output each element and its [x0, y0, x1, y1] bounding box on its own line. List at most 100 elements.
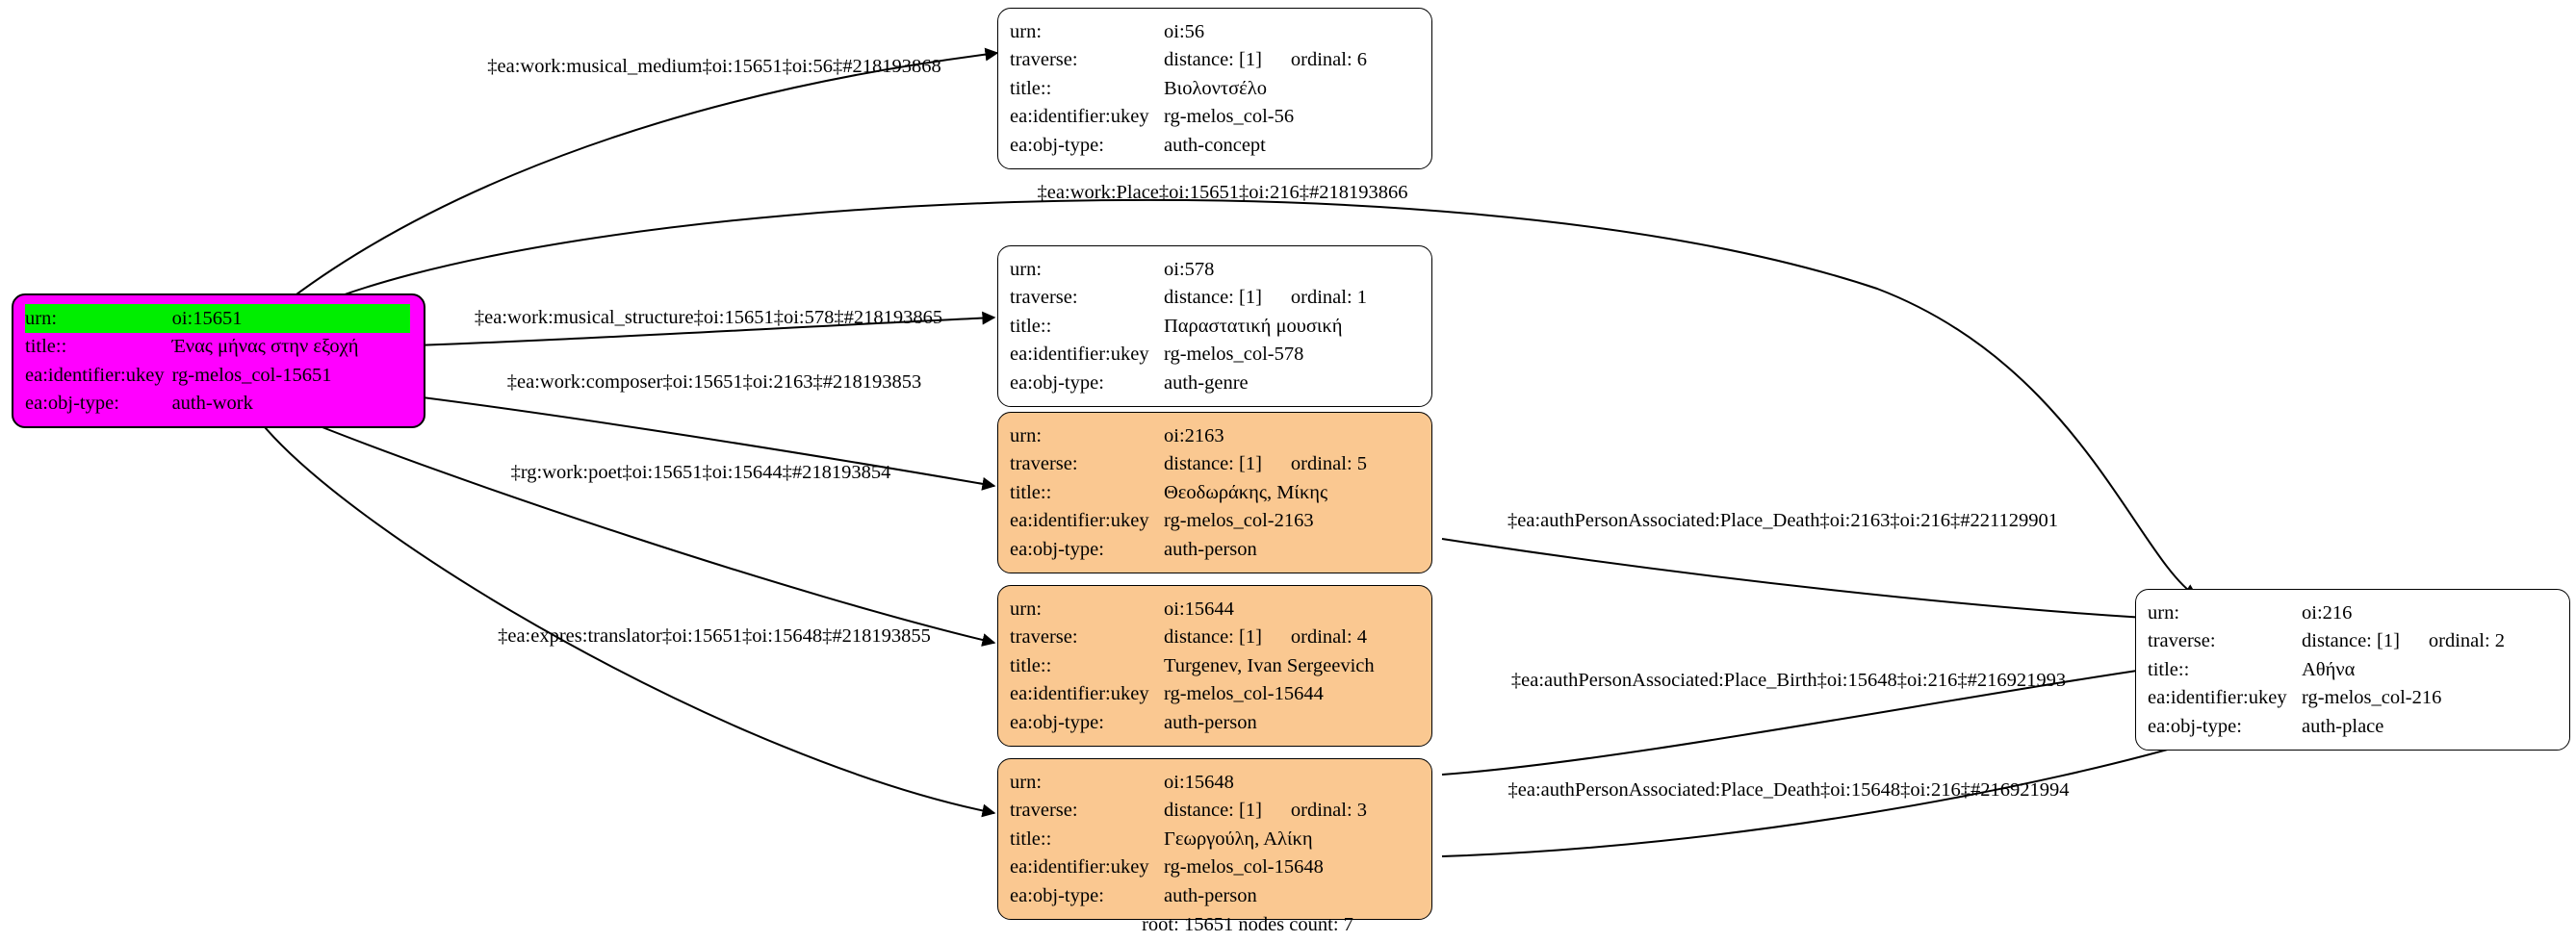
field-value-ukey: rg-melos_col-2163: [1164, 510, 1314, 531]
node-row-urn: urn: oi:56: [1010, 17, 1418, 46]
field-label-ukey: ea:identifier:ukey: [1010, 344, 1149, 365]
field-value-urn: oi:2163: [1164, 424, 1224, 446]
traverse-ordinal: ordinal: 3: [1290, 800, 1368, 821]
field-value-ukey: rg-melos_col-216: [2302, 687, 2442, 708]
node-row-traverse: traverse: distance: [1] ordinal: 4: [1010, 624, 1418, 652]
field-value-ukey: rg-melos_col-56: [1164, 106, 1295, 127]
field-label-traverse: traverse:: [1010, 626, 1078, 648]
field-value-ukey: rg-melos_col-15648: [1164, 856, 1324, 878]
node-oi15648[interactable]: urn: oi:15648 traverse: distance: [1]ord…: [997, 758, 1432, 920]
field-label-ukey: ea:identifier:ukey: [1010, 106, 1149, 127]
field-value-ukey: rg-melos_col-578: [1164, 344, 1304, 365]
node-oi56[interactable]: urn: oi:56 traverse: distance: [1] ordina…: [997, 8, 1432, 169]
field-value-urn: oi:578: [1164, 258, 1215, 280]
node-row-urn: urn: oi:2163: [1010, 421, 1418, 450]
field-label-title: title::: [1010, 827, 1052, 850]
field-label-urn: urn:: [1010, 424, 1043, 446]
node-row-ukey: ea:identifier:ukey rg-melos_col-216: [2148, 684, 2556, 713]
node-row-ukey: ea:identifier:ukey rg-melos_col-15648: [1010, 853, 1418, 882]
node-row-urn: urn: oi:578: [1010, 255, 1418, 284]
field-label-urn: urn:: [25, 304, 172, 333]
node-row-ukey: ea:identifier:ukey rg-melos_col-578: [1010, 341, 1418, 369]
node-row-urn: urn: oi:216: [2148, 598, 2556, 627]
traverse-distance: distance: [1]: [2302, 630, 2400, 651]
edge-path-e1: [280, 47, 999, 307]
traverse-distance: distance: [1]: [1164, 626, 1262, 648]
node-oi15644[interactable]: urn: oi:15644 traverse: distance: [1] ord…: [997, 585, 1432, 747]
field-label-ukey: ea:identifier:ukey: [25, 364, 165, 386]
node-row-objtype: ea:obj-type: auth-person: [1010, 535, 1418, 564]
field-label-title: title::: [1010, 77, 1052, 99]
edge-label-e2: ‡ea:work:Place‡oi:15651‡oi:216‡#21819386…: [1037, 181, 1408, 203]
traverse-ordinal: ordinal: 6: [1290, 49, 1368, 70]
node-oi2163[interactable]: urn: oi:2163 traverse: distance: [1]ordi…: [997, 412, 1432, 573]
field-label-urn: urn:: [1010, 258, 1043, 280]
field-value-title: Βιολοντσέλο: [1164, 77, 1267, 99]
node-row-ukey: ea:identifier:ukey rg-melos_col-56: [1010, 103, 1418, 132]
node-row-urn: urn: oi:15644: [1010, 595, 1418, 624]
node-row-ukey: ea:identifier:ukey rg-melos_col-15651: [25, 361, 410, 390]
node-row-objtype: ea:obj-type: auth-person: [1010, 881, 1418, 910]
node-oi578[interactable]: urn: oi:578 traverse: distance: [1]ordin…: [997, 245, 1432, 407]
edge-label-e1: ‡ea:work:musical_medium‡oi:15651‡oi:56‡#…: [487, 55, 941, 77]
field-value-traverse: distance: [1]ordinal: 5: [1164, 450, 1418, 479]
node-row-title: title:: Γεωργούλη, Αλίκη: [1010, 825, 1418, 853]
traverse-ordinal: ordinal: 4: [1290, 626, 1368, 648]
edge-label-e7: ‡ea:authPersonAssociated:Place_Death‡oi:…: [1507, 509, 2058, 531]
node-row-title: title:: Παραστατική μουσική: [1010, 312, 1418, 341]
field-label-title: title::: [1010, 481, 1052, 503]
node-row-objtype: ea:obj-type: auth-person: [1010, 708, 1418, 737]
edge-path-e5: [288, 413, 996, 647]
field-value-urn: oi:56: [1164, 20, 1205, 42]
node-row-traverse: traverse: distance: [1]ordinal: 1: [1010, 284, 1418, 313]
field-label-objtype: ea:obj-type:: [1010, 538, 1104, 560]
field-label-traverse: traverse:: [1010, 49, 1078, 70]
field-label-ukey: ea:identifier:ukey: [2148, 687, 2287, 708]
field-value-objtype: auth-person: [1164, 884, 1257, 906]
traverse-distance: distance: [1]: [1164, 800, 1262, 821]
node-row-title: title:: Ένας μήνας στην εξοχή: [25, 333, 410, 362]
field-value-urn: oi:216: [2302, 601, 2353, 624]
traverse-distance: distance: [1]: [1164, 453, 1262, 474]
node-row-objtype: ea:obj-type: auth-genre: [1010, 369, 1418, 397]
field-value-urn: oi:15644: [1164, 598, 1234, 620]
field-label-objtype: ea:obj-type:: [1010, 134, 1104, 156]
field-label-ukey: ea:identifier:ukey: [1010, 856, 1149, 878]
field-label-objtype: ea:obj-type:: [2148, 715, 2242, 737]
traverse-distance: distance: [1]: [1164, 287, 1262, 308]
field-label-objtype: ea:obj-type:: [1010, 711, 1104, 733]
field-value-ukey: rg-melos_col-15644: [1164, 683, 1324, 704]
field-value-traverse: distance: [1]ordinal: 1: [1164, 284, 1418, 313]
traverse-ordinal: ordinal: 2: [2428, 630, 2506, 651]
field-value-title: Turgenev, Ivan Sergeevich: [1164, 654, 1375, 676]
field-label-traverse: traverse:: [1010, 453, 1078, 474]
field-label-title: title::: [2148, 658, 2190, 680]
node-row-title: title:: Αθήνα: [2148, 655, 2556, 684]
traverse-distance: distance: [1]: [1164, 49, 1262, 70]
node-row-objtype: ea:obj-type: auth-place: [2148, 712, 2556, 741]
field-label-ukey: ea:identifier:ukey: [1010, 683, 1149, 704]
field-label-traverse: traverse:: [1010, 800, 1078, 821]
node-row-title: title:: Θεοδωράκης, Μίκης: [1010, 478, 1418, 507]
field-label-title: title::: [1010, 654, 1052, 676]
field-value-traverse: distance: [1] ordinal: 6: [1164, 46, 1418, 75]
edge-label-e9: ‡ea:authPersonAssociated:Place_Death‡oi:…: [1507, 778, 2070, 801]
edge-label-e4: ‡ea:work:composer‡oi:15651‡oi:2163‡#2181…: [506, 370, 922, 393]
node-row-traverse: traverse: distance: [1] ordinal: 6: [1010, 46, 1418, 75]
node-row-objtype: ea:obj-type: auth-work: [25, 390, 410, 419]
field-value-urn: oi:15648: [1164, 771, 1234, 793]
node-oi216[interactable]: urn: oi:216 traverse: distance: [1]ordin…: [2135, 589, 2570, 751]
node-row-objtype: ea:obj-type: auth-concept: [1010, 131, 1418, 160]
node-oi15651-root[interactable]: urn: oi:15651 title:: Ένας μήνας στην εξ…: [12, 293, 425, 428]
graph-caption: root: 15651 nodes count: 7: [1142, 914, 1353, 935]
field-label-urn: urn:: [2148, 601, 2180, 624]
field-label-title: title::: [1010, 315, 1052, 337]
field-label-urn: urn:: [1010, 20, 1043, 42]
edge-label-e5: ‡rg:work:poet‡oi:15651‡oi:15644‡#2181938…: [510, 461, 891, 483]
node-row-traverse: traverse: distance: [1]ordinal: 2: [2148, 627, 2556, 656]
node-row-urn: urn: oi:15651: [25, 304, 410, 333]
field-value-objtype: auth-concept: [1164, 134, 1266, 156]
node-row-ukey: ea:identifier:ukey rg-melos_col-2163: [1010, 507, 1418, 536]
field-value-objtype: auth-genre: [1164, 371, 1249, 394]
